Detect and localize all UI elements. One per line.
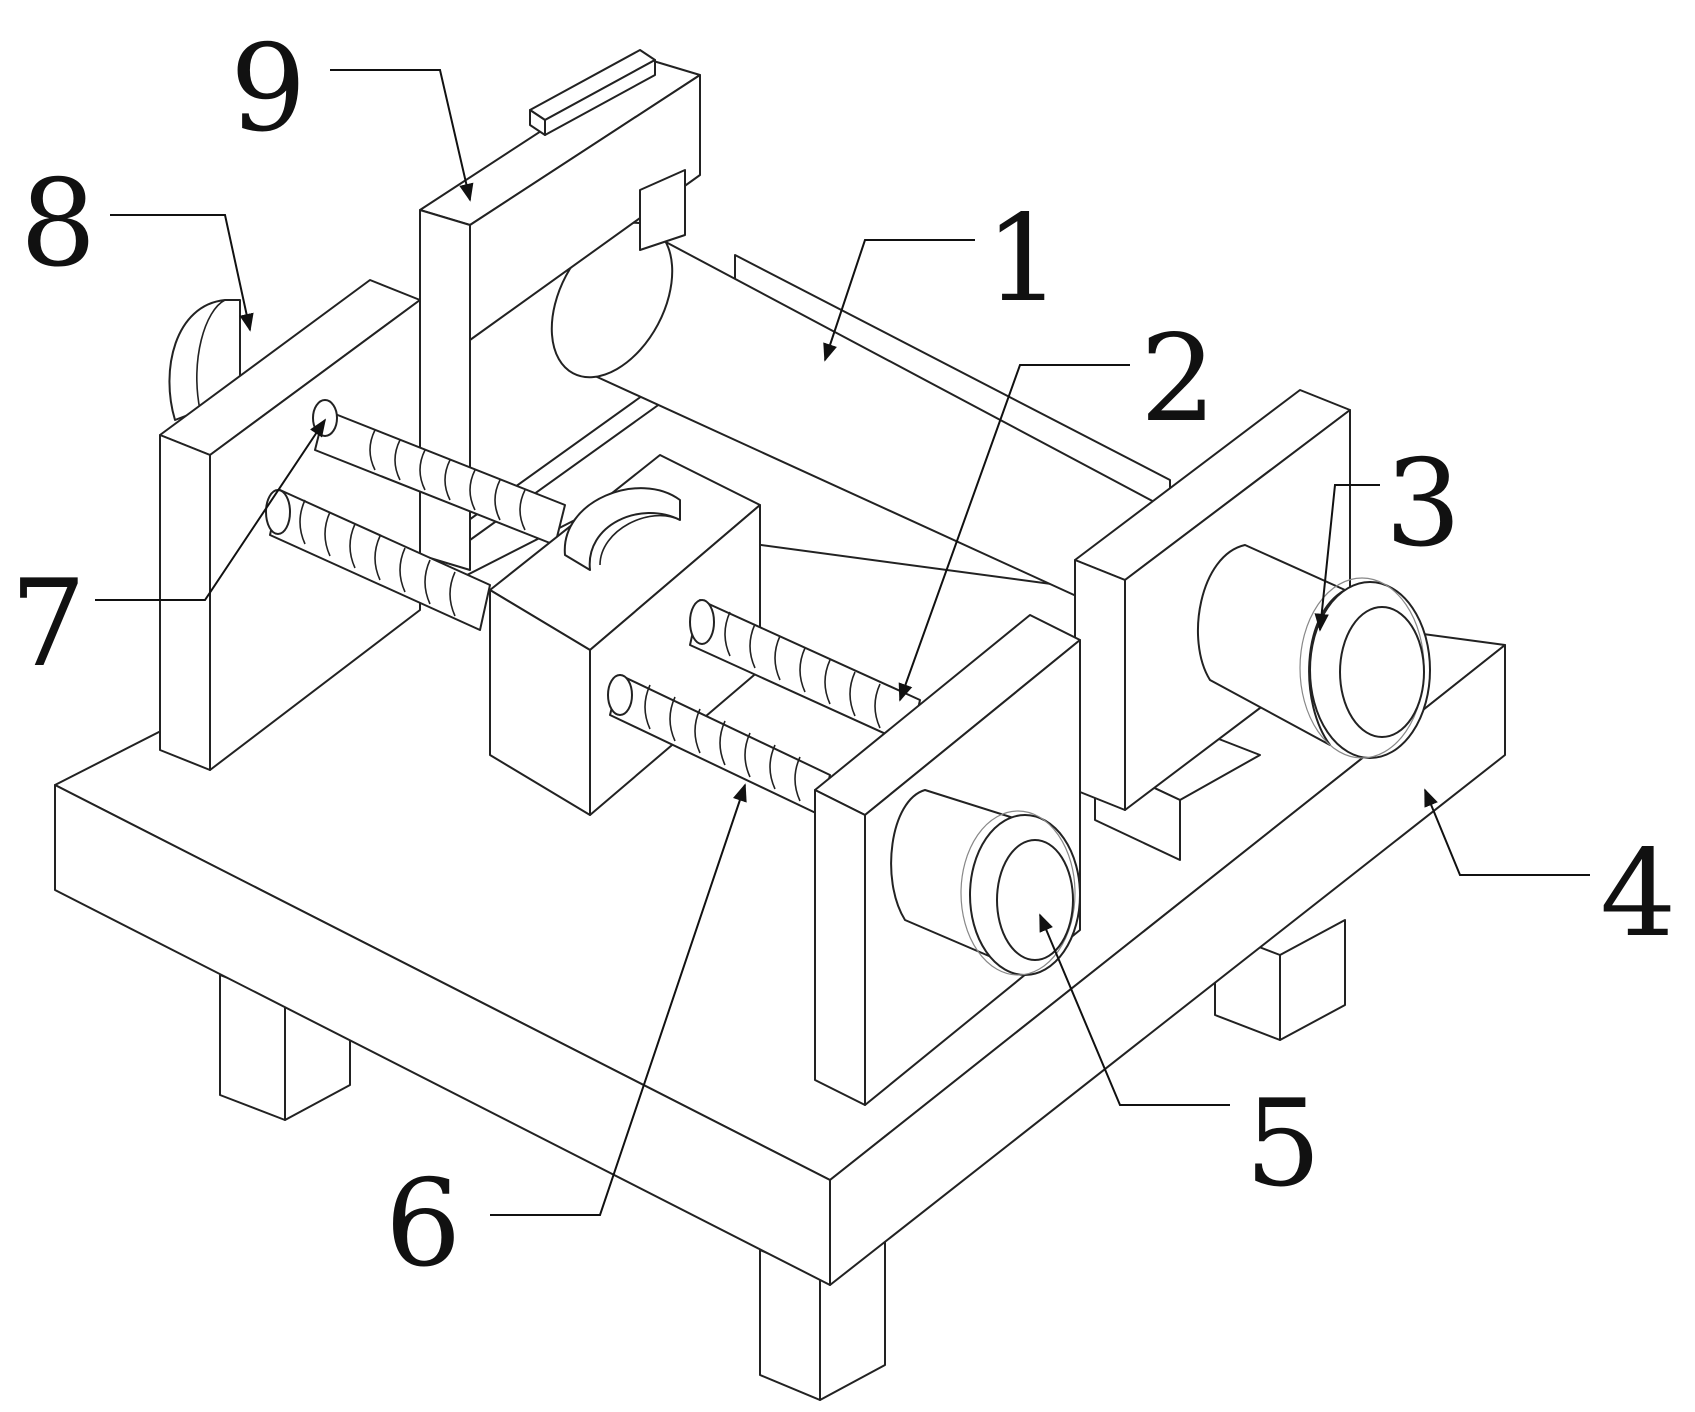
callout-8: 8: [20, 155, 96, 294]
callout-4: 4: [1600, 825, 1676, 964]
callout-9: 9: [230, 20, 306, 159]
main-roller: [550, 214, 1171, 601]
leader-6: [490, 783, 747, 1216]
callout-3: 3: [1385, 435, 1461, 574]
leader-1: [823, 239, 975, 362]
lower-screw-left: [265, 489, 491, 631]
leader-5: [1039, 913, 1230, 1106]
callout-1: 1: [985, 190, 1061, 329]
leader-9: [330, 69, 474, 202]
callout-5: 5: [1245, 1075, 1321, 1214]
callout-2: 2: [1140, 310, 1216, 449]
leader-8: [110, 214, 254, 332]
leader-7: [95, 418, 326, 601]
leader-3: [1314, 484, 1380, 632]
leader-2: [898, 364, 1130, 702]
callout-7: 7: [10, 555, 86, 694]
callout-6: 6: [385, 1155, 461, 1294]
sliding-block: [489, 454, 761, 816]
leader-4: [1424, 788, 1590, 876]
front-motor: [890, 789, 1081, 976]
